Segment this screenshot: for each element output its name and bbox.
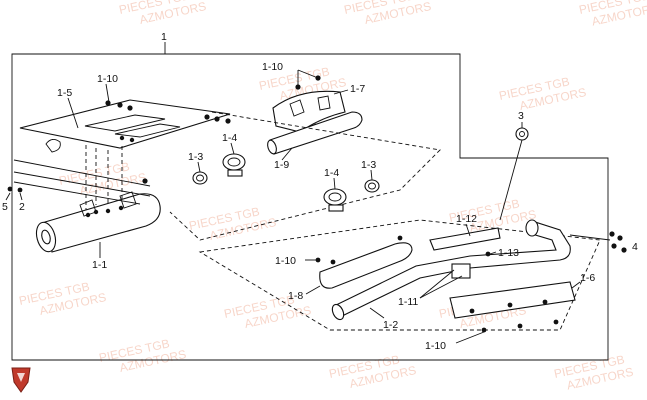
bolt-icon: [129, 137, 135, 143]
plate-slot: [84, 114, 166, 132]
part-labels: 1 1-10 1-5 1-10 1-7 1-4 1-3 1-9 1-4 1-3 …: [2, 31, 638, 352]
shield-1-12: [429, 227, 501, 257]
exhaust-gasket-3: [515, 127, 529, 141]
label-1-1: 1-1: [92, 259, 107, 271]
label-1: 1: [161, 31, 167, 43]
nut-icon: [609, 231, 615, 237]
brand-logo: [11, 367, 31, 393]
bolt-icon: [397, 235, 403, 241]
nut-icon: [621, 247, 627, 253]
bolt-icon: [517, 323, 523, 329]
label-1-4-a: 1-4: [222, 132, 237, 144]
bolt-icon: [142, 178, 148, 184]
heat-shield-plate: [19, 99, 231, 149]
muffler-mount: [7, 159, 151, 205]
label-1-10-bot: 1-10: [425, 340, 446, 352]
lower-header-shield: [449, 281, 576, 333]
label-2: 2: [19, 201, 25, 213]
muffler: [35, 191, 161, 253]
header-pipe: [331, 219, 571, 321]
label-1-10-b: 1-10: [262, 61, 283, 73]
watermark: PIECES TGB AZMOTORS: [118, 0, 208, 27]
bolt-icon: [330, 259, 336, 265]
bolt-icon: [17, 187, 23, 193]
plate-bolts: [105, 100, 231, 143]
dashed-lower-region: [198, 219, 601, 331]
bolt-icon: [204, 114, 210, 120]
gasket-lower: [364, 179, 380, 193]
bolt-icon: [119, 135, 125, 141]
label-1-8: 1-8: [288, 290, 303, 302]
watermark: PIECES TGB AZMOTORS: [328, 352, 418, 391]
label-1-7: 1-7: [350, 83, 365, 95]
label-1-11: 1-11: [398, 296, 418, 308]
bolt-icon: [481, 327, 487, 333]
clamp-upper: [222, 153, 246, 177]
assembly-frame: [11, 53, 609, 361]
dashed-assembly-region: [169, 111, 441, 241]
clamp-lower: [323, 188, 347, 212]
label-1-9: 1-9: [274, 159, 289, 171]
watermark: PIECES TGB AZMOTORS: [98, 336, 188, 375]
label-4: 4: [632, 241, 638, 253]
plate-slot: [114, 123, 181, 138]
label-1-3-b: 1-3: [361, 159, 376, 171]
label-1-3-a: 1-3: [188, 151, 203, 163]
bolt-icon: [542, 299, 548, 305]
label-1-10-a: 1-10: [97, 73, 118, 85]
bolt-icon: [7, 186, 13, 192]
flange-nuts: [609, 231, 627, 253]
watermark: PIECES TGB AZMOTORS: [58, 159, 148, 198]
bolt-icon: [225, 118, 231, 124]
label-1-6: 1-6: [580, 272, 595, 284]
watermark: PIECES TGB AZMOTORS: [578, 0, 647, 29]
bolt-icon: [315, 257, 321, 263]
label-5: 5: [2, 201, 8, 213]
watermark: PIECES TGB AZMOTORS: [18, 279, 108, 318]
label-1-2: 1-2: [383, 319, 398, 331]
watermark: PIECES TGB AZMOTORS: [553, 352, 635, 392]
bolt-icon: [117, 102, 123, 108]
label-1-10-mid: 1-10: [275, 255, 296, 267]
bolt-icon: [469, 308, 475, 314]
bolt-icon: [553, 319, 559, 325]
label-3: 3: [518, 110, 524, 122]
watermark: PIECES TGB AZMOTORS: [343, 0, 433, 27]
label-1-13: 1-13: [498, 247, 519, 259]
bolt-icon: [295, 84, 301, 90]
label-1-12: 1-12: [456, 213, 477, 225]
plate-tab: [45, 139, 61, 153]
mid-pipe: [267, 111, 363, 155]
bolt-icon: [214, 116, 220, 122]
nut-icon: [611, 243, 617, 249]
bolt-icon: [485, 251, 491, 257]
watermark: PIECES TGB AZMOTORS: [498, 74, 588, 113]
bolt-icon: [127, 105, 133, 111]
label-1-4-b: 1-4: [324, 167, 339, 179]
gasket-upper: [192, 171, 208, 185]
front-heat-shield: [319, 235, 413, 289]
leader-lines: [5, 69, 611, 344]
bolt-icon: [507, 302, 513, 308]
nut-icon: [617, 235, 623, 241]
bolt-icon: [105, 100, 111, 106]
label-1-5: 1-5: [57, 87, 72, 99]
